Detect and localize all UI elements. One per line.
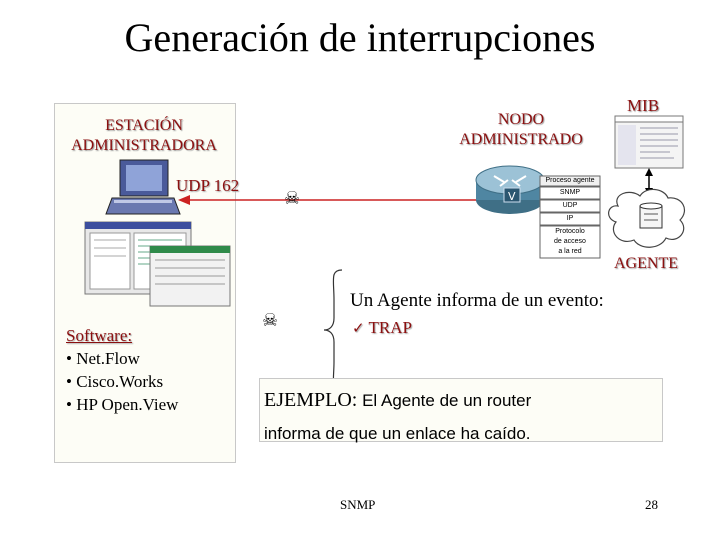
list-item: Cisco.Works — [66, 370, 178, 393]
software-list: Software: Net.Flow Cisco.Works HP Open.V… — [66, 324, 178, 416]
example-panel — [259, 378, 663, 442]
svg-text:V: V — [508, 190, 516, 203]
footer-label: SNMP — [340, 497, 376, 512]
agente-label: AGENTE — [614, 255, 678, 272]
document-icon — [614, 115, 684, 169]
computer-icon — [105, 159, 181, 215]
brace — [323, 269, 343, 391]
database-icon — [639, 202, 663, 229]
skull-icon: ☠ — [262, 310, 279, 331]
protocol-stack — [539, 175, 601, 259]
udp-label: UDP 162 — [176, 176, 240, 195]
example-label: EJEMPLO: — [264, 389, 358, 411]
skull-icon: ☠ — [284, 188, 301, 209]
arrow-head — [178, 195, 190, 205]
node-label: NODO ADMINISTRADO — [459, 111, 583, 148]
mib-label: MIB — [626, 96, 660, 115]
stack-label-4: Protocolo de acceso a la red — [554, 228, 586, 255]
stack-label-0: Proceso agente — [545, 177, 595, 184]
router-icon: V — [475, 165, 545, 214]
software-heading: Software: — [66, 326, 133, 345]
list-item: HP Open.View — [66, 393, 178, 416]
check-icon: ✓ — [352, 319, 365, 337]
stack-label-1: SNMP — [559, 189, 581, 196]
software-screenshot — [84, 221, 231, 307]
list-item: Net.Flow — [66, 347, 178, 370]
example-text: EJEMPLO: El Agente de un router informa … — [264, 389, 532, 443]
stack-label-2: UDP — [562, 202, 578, 209]
trap-label: TRAP — [368, 318, 412, 337]
page-number: 28 — [645, 497, 658, 512]
trap-item: ✓ TRAP — [352, 318, 412, 338]
station-label: ESTACIÓN ADMINISTRADORA — [71, 117, 217, 154]
agent-event-text: Un Agente informa de un evento: — [350, 290, 604, 311]
page-title: Generación de interrupciones — [124, 15, 596, 60]
stack-label-3: IP — [566, 215, 574, 222]
